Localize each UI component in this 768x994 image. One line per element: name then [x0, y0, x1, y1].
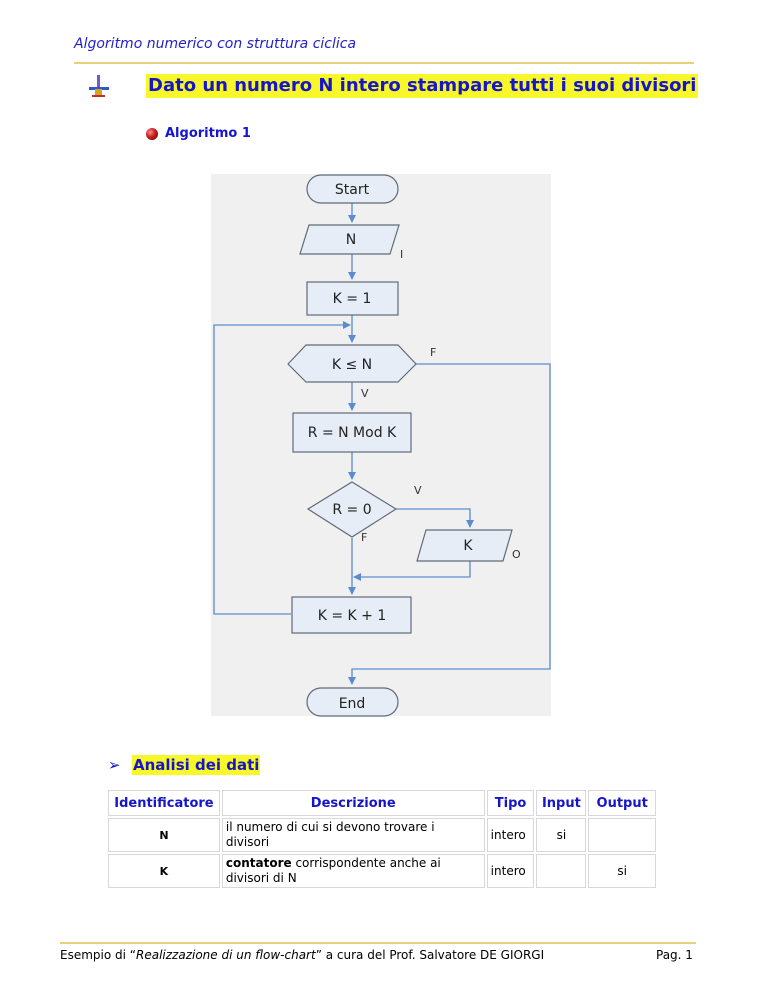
- footer-rule: [60, 942, 696, 944]
- start-label: Start: [335, 182, 370, 198]
- init-label: K = 1: [333, 291, 372, 307]
- table-header-row: Identificatore Descrizione Tipo Input Ou…: [108, 790, 656, 816]
- column-header: Output: [588, 790, 656, 816]
- cell-identificatore: K: [108, 854, 220, 888]
- desc-bold: contatore: [225, 856, 292, 870]
- algorithm-label: Algoritmo 1: [165, 126, 251, 141]
- start-terminal: [306, 174, 399, 204]
- footer-italic: Realizzazione di un flow-chart: [136, 948, 316, 962]
- cell-descrizione: il numero di cui si devono trovare i div…: [221, 818, 485, 852]
- column-header: Descrizione: [221, 790, 485, 816]
- loop-true-label: V: [361, 387, 369, 400]
- cell-identificatore: N: [108, 818, 220, 852]
- column-header: Tipo: [486, 790, 535, 816]
- cell-input: si: [536, 818, 587, 852]
- loop-condition-label: K ≤ N: [332, 357, 372, 373]
- remainder-process: [292, 412, 412, 453]
- output-k-shape: [416, 529, 513, 562]
- desc-text: il numero di cui si devono trovare i div…: [225, 820, 435, 849]
- desc-text: corrispondente anche ai divisori di N: [225, 856, 441, 885]
- cell-tipo: intero: [486, 818, 535, 852]
- cell-descrizione: contatore corrispondente anche ai diviso…: [221, 854, 485, 888]
- footer-credit: Esempio di “Realizzazione di un flow-cha…: [60, 948, 544, 962]
- tool-icon: [89, 75, 109, 97]
- remainder-label: R = N Mod K: [308, 425, 397, 441]
- rem-false-label: F: [361, 531, 367, 544]
- page-title: Dato un numero N intero stampare tutti i…: [146, 74, 699, 98]
- remainder-condition-label: R = 0: [332, 502, 371, 518]
- header-title: Algoritmo numerico con struttura ciclica: [74, 36, 357, 52]
- table-row: N il numero di cui si devono trovare i d…: [108, 818, 656, 852]
- cell-output: si: [588, 854, 656, 888]
- rem-true-label: V: [414, 484, 422, 497]
- end-label: End: [339, 696, 366, 712]
- column-header: Identificatore: [108, 790, 220, 816]
- input-n-label: N: [346, 232, 356, 248]
- output-k-label: K: [463, 538, 473, 554]
- loop-condition-shape: [287, 344, 417, 383]
- input-tag: I: [400, 248, 403, 261]
- loop-false-label: F: [430, 346, 436, 359]
- increment-process: [291, 596, 412, 634]
- footer-suffix: ” a cura del Prof. Salvatore DE GIORGI: [315, 948, 545, 962]
- output-tag: O: [512, 548, 521, 561]
- increment-label: K = K + 1: [318, 608, 387, 624]
- data-table: Identificatore Descrizione Tipo Input Ou…: [106, 788, 658, 890]
- flow-connectors: [213, 203, 551, 685]
- table-row: K contatore corrispondente anche ai divi…: [108, 854, 656, 888]
- arrow-bullet-icon: ➢: [108, 756, 121, 774]
- input-n-shape: [299, 224, 400, 255]
- cell-output: [588, 818, 656, 852]
- remainder-condition-shape: [306, 481, 398, 538]
- red-ball-icon: [146, 128, 158, 140]
- end-terminal: [306, 687, 399, 717]
- section-title: Analisi dei dati: [132, 755, 261, 775]
- init-process: [306, 281, 399, 316]
- header-rule: [74, 62, 694, 64]
- cell-tipo: intero: [486, 854, 535, 888]
- footer-prefix: Esempio di “: [60, 948, 136, 962]
- page-number: Pag. 1: [656, 948, 693, 962]
- cell-input: [536, 854, 587, 888]
- column-header: Input: [536, 790, 587, 816]
